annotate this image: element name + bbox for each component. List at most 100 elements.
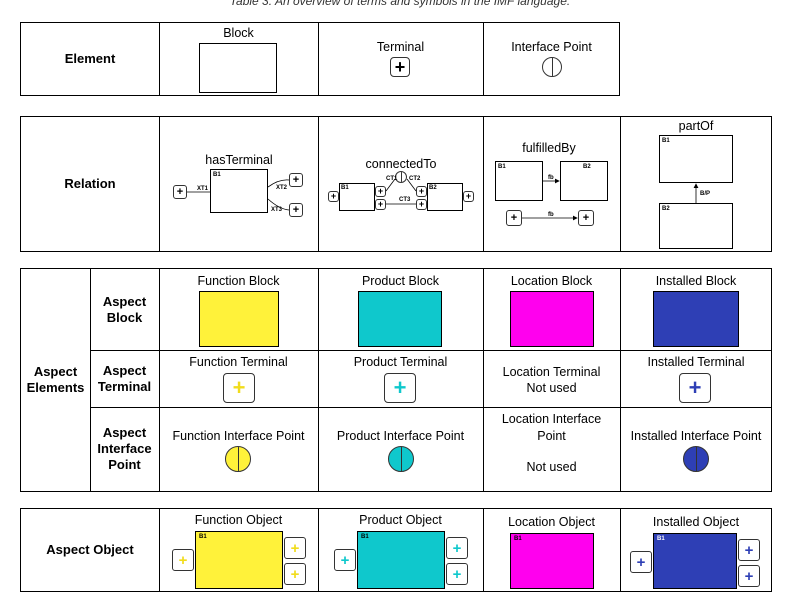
product-terminal-symbol: + (384, 373, 416, 403)
product-block-label: Product Block (361, 274, 440, 288)
po-b2-tag: B2 (662, 206, 670, 212)
location-object-tag: B1 (514, 536, 522, 542)
element-table: Element Block Terminal + Interface Point (20, 22, 620, 96)
function-terminal-symbol: + (223, 373, 255, 403)
product-interface-point-label: Product Interface Point (336, 429, 465, 443)
connected-to-block-b1 (339, 183, 375, 211)
xt3-label: XT3 (271, 207, 283, 213)
location-object-label: Location Object (508, 515, 595, 529)
product-object-block (357, 531, 445, 589)
relation-row-header: Relation (64, 176, 116, 191)
xt1-label: XT1 (197, 186, 209, 192)
ct1-label: CT1 (386, 176, 398, 182)
connected-to-lines (385, 178, 417, 205)
ct2-label: CT2 (409, 176, 421, 182)
installed-interface-point-icon (683, 446, 709, 472)
product-terminal-label: Product Terminal (353, 355, 448, 369)
product-interface-point-icon (388, 446, 414, 472)
fulfilled-by-label: fulfilledBy (522, 141, 576, 155)
element-row-header: Element (64, 51, 116, 66)
has-terminal-t2: + (289, 173, 303, 187)
has-terminal-block-tag: B1 (213, 172, 221, 178)
installed-block-label: Installed Block (655, 274, 737, 288)
has-terminal-t1: + (173, 185, 187, 199)
location-block-symbol (510, 291, 594, 347)
location-terminal-label: Location Terminal (502, 365, 601, 379)
function-object-label: Function Object (194, 513, 283, 527)
ct-interface-point-icon (395, 171, 407, 183)
function-object-t2: + (284, 537, 306, 559)
aspect-object-row-header: Aspect Object (46, 542, 134, 557)
fb-label-top: fb (548, 175, 554, 181)
ct-term-left: + (328, 191, 339, 202)
ct-term-b2-top: + (416, 186, 427, 197)
terminal-symbol: + (390, 57, 410, 77)
ct-term-b1-top: + (375, 186, 386, 197)
product-block-symbol (358, 291, 442, 347)
part-of-arrow (693, 183, 699, 203)
plus-icon: + (394, 57, 406, 77)
block-label: Block (223, 26, 254, 40)
plus-icon: + (393, 375, 407, 400)
fb-b2-tag: B2 (583, 164, 591, 170)
function-object-t1: + (172, 549, 194, 571)
location-interface-point-not-used: Not used (526, 460, 577, 474)
xt2-label: XT2 (276, 185, 288, 191)
location-terminal-not-used: Not used (526, 381, 577, 395)
aspect-elements-table: Aspect Elements Aspect Block Aspect Term… (20, 268, 772, 492)
installed-object-block (653, 533, 737, 589)
po-label: B/P (700, 191, 711, 197)
plus-icon: + (232, 375, 246, 400)
installed-block-symbol (653, 291, 739, 347)
installed-terminal-symbol: + (679, 373, 711, 403)
interface-point-icon (542, 57, 562, 77)
has-terminal-t3: + (289, 203, 303, 217)
fulfilled-by-block-b1 (495, 161, 543, 201)
has-terminal-block (210, 169, 268, 213)
fulfilled-by-block-b2 (560, 161, 608, 201)
has-terminal-label: hasTerminal (205, 153, 273, 167)
installed-object-label: Installed Object (652, 515, 740, 529)
aspect-interface-point-header: Aspect Interface Point (97, 425, 152, 472)
installed-object-t1: + (630, 551, 652, 573)
aspect-object-table: Aspect Object Function Object B1 + + + P… (20, 508, 772, 592)
installed-interface-point-label: Installed Interface Point (630, 429, 762, 443)
installed-terminal-label: Installed Terminal (647, 355, 745, 369)
location-block-label: Location Block (510, 274, 593, 288)
ct-term-right: + (463, 191, 474, 202)
part-of-label: partOf (678, 119, 714, 133)
relation-table: Relation hasTerminal B1 + + + XT1 XT2 XT… (20, 116, 772, 252)
installed-object-tag: B1 (657, 536, 665, 542)
table-caption: Table 3: An overview of terms and symbol… (229, 0, 571, 8)
function-block-symbol (199, 291, 279, 347)
function-object-t3: + (284, 563, 306, 585)
part-of-block-b1 (659, 135, 733, 183)
ct-term-b2-bot: + (416, 199, 427, 210)
interface-point-label: Interface Point (511, 40, 592, 54)
function-block-label: Function Block (197, 274, 280, 288)
plus-icon: + (688, 375, 702, 400)
ct-term-b1-bot: + (375, 199, 386, 210)
product-object-t3: + (446, 563, 468, 585)
function-interface-point-label: Function Interface Point (172, 429, 305, 443)
location-object-block (510, 533, 594, 589)
fb-term-left: + (506, 210, 522, 226)
product-object-t1: + (334, 549, 356, 571)
installed-object-t2: + (738, 539, 760, 561)
function-object-tag: B1 (199, 534, 207, 540)
function-object-block (195, 531, 283, 589)
product-object-t2: + (446, 537, 468, 559)
ct-b1-tag: B1 (341, 185, 349, 191)
fb-b1-tag: B1 (498, 164, 506, 170)
location-interface-point-label: Location Interface Point (501, 412, 602, 443)
function-interface-point-icon (225, 446, 251, 472)
has-terminal-arrows (187, 179, 290, 211)
fb-label-bottom: fb (548, 212, 554, 218)
function-terminal-label: Function Terminal (189, 355, 288, 369)
product-object-tag: B1 (361, 534, 369, 540)
terminal-label: Terminal (376, 40, 425, 54)
ct3-label: CT3 (399, 197, 411, 203)
aspect-terminal-header: Aspect Terminal (97, 362, 152, 394)
part-of-block-b2 (659, 203, 733, 249)
aspect-elements-header: Aspect Elements (26, 364, 85, 395)
